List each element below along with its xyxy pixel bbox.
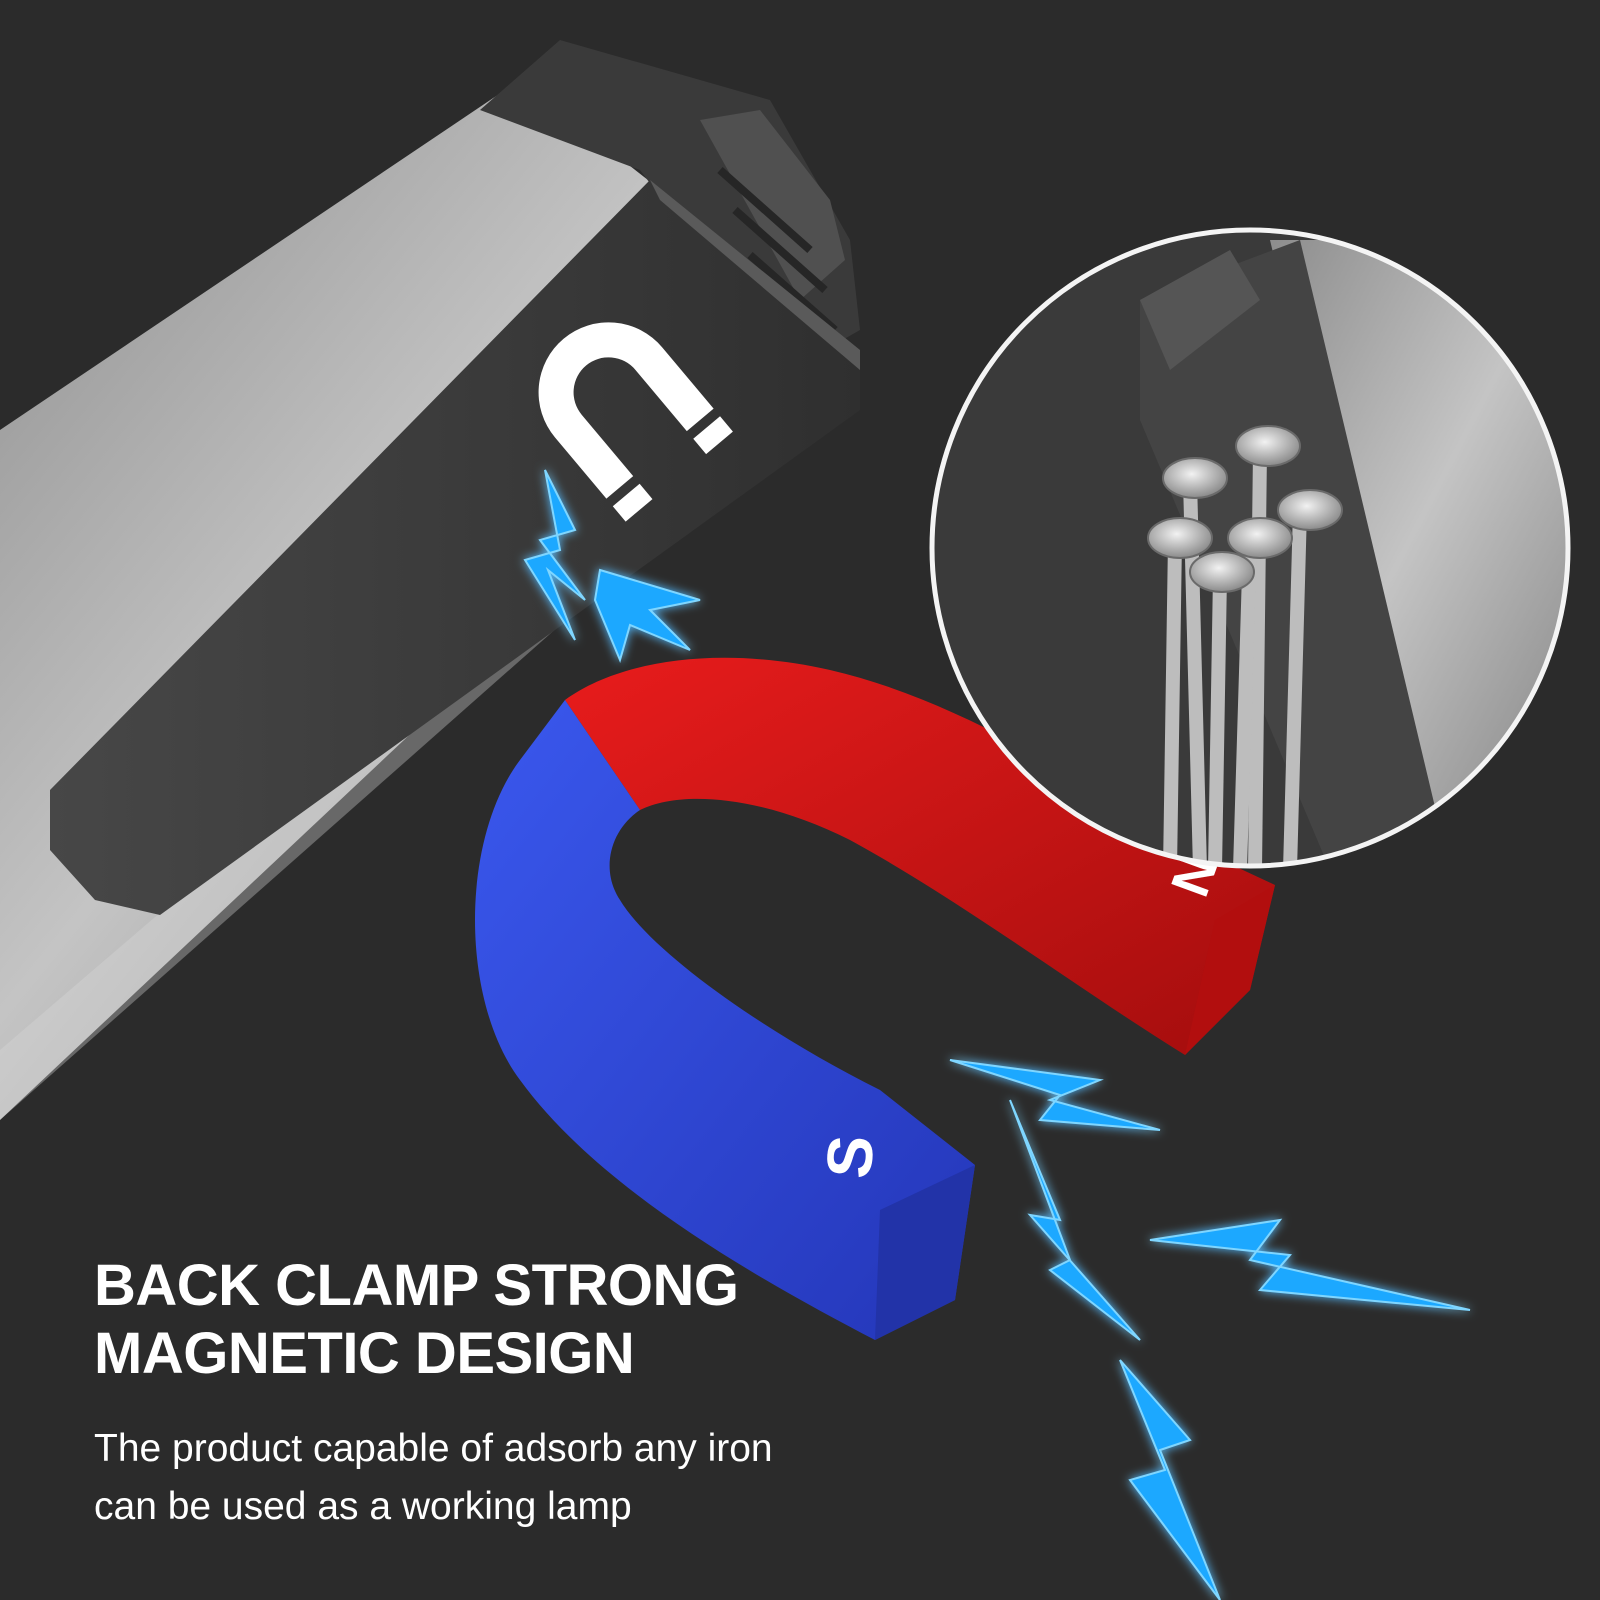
inset-detail (929, 227, 1571, 869)
magnet-icon (538, 322, 733, 522)
headline-line-1: BACK CLAMP STRONG (94, 1253, 739, 1318)
horseshoe-magnet: N S (475, 657, 1275, 1340)
description-line-1: The product capable of adsorb any iron (94, 1427, 773, 1470)
screw-group (1147, 425, 1343, 866)
lightning-icon (523, 469, 1471, 1600)
south-pole-label: S (812, 1132, 887, 1181)
description: The product capable of adsorb any iron c… (94, 1420, 773, 1536)
headline-line-2: MAGNETIC DESIGN (94, 1321, 635, 1386)
description-line-2: can be used as a working lamp (94, 1485, 632, 1528)
headline: BACK CLAMP STRONG MAGNETIC DESIGN (94, 1252, 739, 1388)
